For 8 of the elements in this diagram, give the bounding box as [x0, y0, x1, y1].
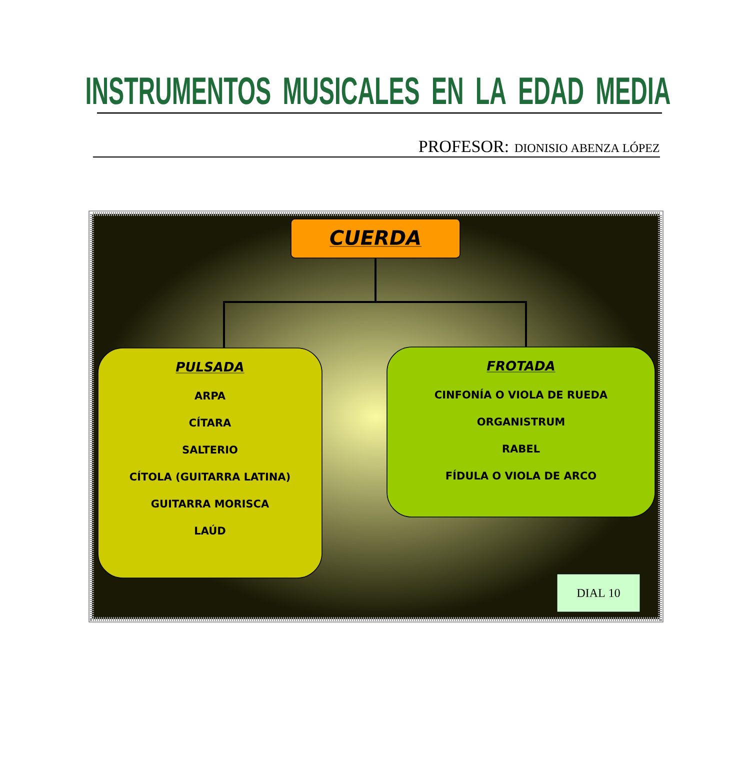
profesor-label: PROFESOR:: [418, 140, 508, 152]
note-box: DIAL 10: [556, 574, 640, 612]
category-box: CUERDA: [290, 218, 460, 258]
subcategory-box: PULSADA ARPA CÍTARA SALTERIO CÍTOLA (GUITARRA LATINA) GUITARRA MORISCA LAÚD: [98, 348, 322, 578]
subcategory-box: FROTADA CINFONÍA O VIOLA DE RUEDA ORGANISTRUM RABEL FÍDULA O VIOLA DE ARCO: [386, 346, 656, 518]
title: INSTRUMENTOS MUSICALES EN LA EDAD MEDIA: [86, 77, 670, 104]
author-name: DIONISIO ABENZA LÓPEZ: [514, 142, 660, 152]
connector-line: [374, 258, 527, 347]
